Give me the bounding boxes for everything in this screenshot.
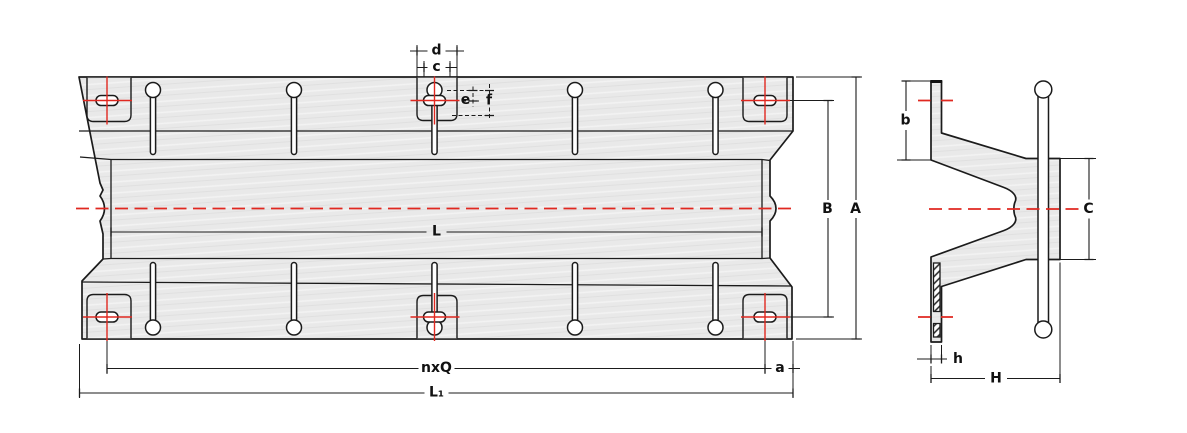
- slot-ball-bottom: [1034, 320, 1053, 339]
- centerlines: [76, 75, 797, 342]
- dim-label-nxQ: nxQ: [421, 360, 452, 376]
- bolt-pockets: [86, 77, 788, 339]
- dim-label-L: L: [432, 224, 441, 240]
- dimension-nxQ: nxQ: [106, 341, 766, 376]
- dim-label-f: f: [486, 93, 493, 109]
- dimension-L1: L₁: [78, 344, 794, 401]
- side-section-view: b C h H: [897, 80, 1096, 387]
- dim-label-H: H: [990, 371, 1002, 387]
- front-view: d c e f L: [76, 43, 862, 401]
- dimension-H: H: [930, 262, 1061, 387]
- dim-label-A: A: [850, 201, 861, 217]
- dim-label-e: e: [461, 92, 471, 108]
- dim-label-a: a: [775, 360, 784, 376]
- slot-ball-top: [1034, 80, 1053, 99]
- dimension-L: L: [110, 224, 763, 240]
- hatched-section-lower: [932, 322, 941, 338]
- dimension-C: C: [1060, 157, 1096, 261]
- dimension-c: c: [417, 59, 457, 77]
- dimension-h: h: [917, 345, 963, 367]
- dim-label-d: d: [431, 43, 441, 59]
- dim-label-c: c: [432, 59, 440, 75]
- dim-label-C: C: [1083, 201, 1093, 217]
- hatched-section-upper: [932, 262, 941, 313]
- section-hatching: [932, 262, 941, 338]
- dim-label-b: b: [900, 113, 910, 129]
- dimension-f: f: [485, 84, 494, 120]
- dimension-b: b: [897, 80, 931, 161]
- fender-section-outline: [930, 80, 1061, 343]
- dim-label-B: B: [822, 201, 833, 217]
- dimension-A: A: [796, 76, 862, 340]
- dimension-e: e: [447, 86, 494, 116]
- side-centerlines: [918, 99, 1079, 318]
- dimension-d: d: [410, 43, 464, 77]
- dim-label-L1: L₁: [429, 385, 444, 401]
- dimension-B: B: [790, 99, 834, 318]
- dim-label-h: h: [953, 351, 963, 367]
